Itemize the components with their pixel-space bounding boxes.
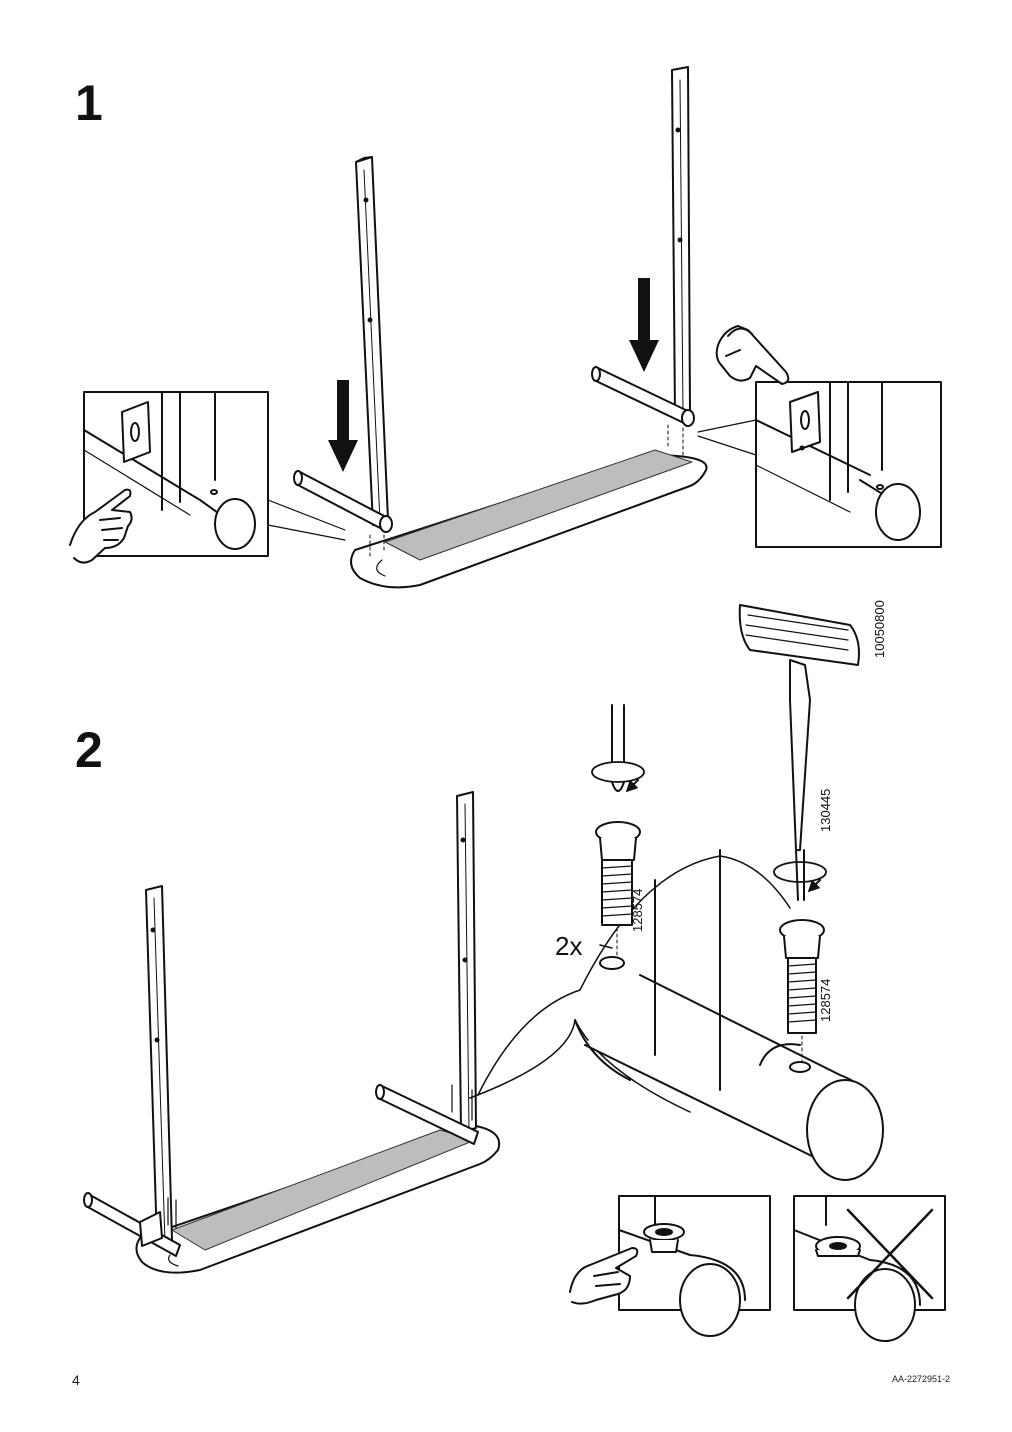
quantity-label: 2x xyxy=(555,931,582,961)
screw-right xyxy=(779,919,825,1063)
detail-box-left xyxy=(83,391,346,557)
right-leg xyxy=(375,791,479,1145)
left-leg xyxy=(83,885,181,1257)
pointing-hand-icon xyxy=(715,325,790,385)
page-number: 4 xyxy=(72,1372,80,1388)
detail-box-right xyxy=(697,381,942,548)
step-1-diagram xyxy=(69,66,942,589)
screw-right-article-label: 128574 xyxy=(818,979,833,1022)
right-leg xyxy=(591,66,695,456)
document-id: AA-2272951-2 xyxy=(891,1374,950,1384)
down-arrow-icon xyxy=(328,380,358,472)
seat-board xyxy=(350,449,708,589)
allen-key-article-label: 130445 xyxy=(818,789,833,832)
screw-left-article-label: 128574 xyxy=(630,889,645,932)
wrong-cross-icon xyxy=(846,1208,934,1300)
hex-key-article-label: 10050800 xyxy=(872,600,887,658)
screw-left xyxy=(595,821,641,956)
detail-box-correct xyxy=(618,1195,771,1337)
detail-box-wrong xyxy=(793,1195,946,1342)
left-leg xyxy=(293,156,393,557)
zoomed-rail xyxy=(574,849,884,1181)
screwdriver-left xyxy=(591,704,645,793)
step-1-number: 1 xyxy=(75,75,103,131)
step-2-number: 2 xyxy=(75,722,103,778)
seat-board xyxy=(135,1124,501,1274)
pointing-hand-icon xyxy=(69,488,133,564)
down-arrow-icon xyxy=(629,278,659,372)
step-2-diagram xyxy=(83,604,946,1342)
pointing-hand-icon xyxy=(569,1247,639,1305)
allen-key xyxy=(738,604,860,901)
